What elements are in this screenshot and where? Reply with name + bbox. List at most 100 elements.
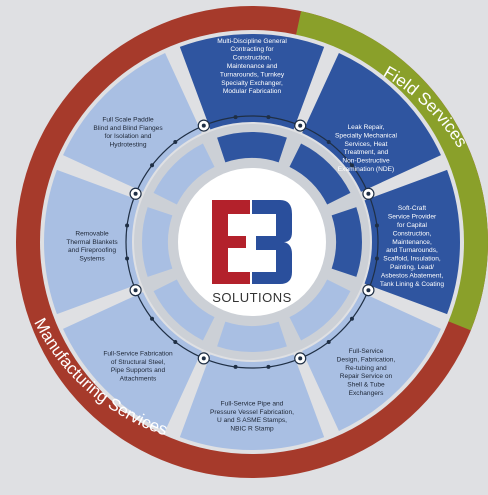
segment-line: Design, Fabrication,	[337, 356, 396, 363]
segment-line: Service Provider	[388, 214, 437, 221]
logo-mark	[212, 200, 292, 284]
connector-small-dot	[266, 115, 271, 120]
logo-wordmark: SOLUTIONS	[212, 290, 292, 305]
segment-line: Leak Repair,	[347, 124, 384, 131]
connector-ring	[125, 115, 379, 369]
segment-line: Construction,	[393, 230, 432, 237]
hub-panel-bottom	[217, 321, 287, 352]
segment-line: Examination (NDE)	[338, 166, 394, 173]
segment-line: Contracting for	[230, 46, 274, 53]
segment-line: Pressure Vessel Fabrication,	[210, 409, 294, 416]
hub-panel-lower-right	[289, 279, 351, 341]
connector-small-dot	[233, 364, 238, 369]
connector-small-dot	[349, 316, 354, 321]
panel-top	[179, 33, 325, 130]
segment-line: Non-Destructive	[342, 158, 390, 165]
segment-line: Services, Heat	[345, 141, 388, 148]
segment-text-lower-left: Full-Service Fabrication of Structural St…	[103, 350, 173, 382]
segment-line: Tank Lining & Coating	[380, 281, 444, 288]
hub-panel-left	[142, 207, 173, 277]
connector-small-dot	[374, 256, 379, 261]
service-panels	[44, 33, 461, 450]
hub-panel-top	[217, 131, 287, 163]
connector-small-dot	[233, 115, 238, 120]
segment-line: for Isolation and	[105, 133, 152, 140]
connector-small-dot	[349, 163, 354, 168]
connector-small-dot	[173, 140, 178, 145]
logo-e-shape	[212, 200, 250, 284]
connector-node-dot	[298, 356, 303, 361]
connector-small-dot	[150, 316, 155, 321]
connector-small-dot	[326, 140, 331, 145]
segment-line: and Turnarounds,	[386, 247, 438, 254]
segment-line: Full-Service	[349, 348, 384, 355]
panel-right	[364, 169, 461, 315]
connector-small-dot	[125, 223, 130, 228]
segment-line: Thermal Blankets	[66, 239, 118, 246]
panel-lower-right	[302, 292, 441, 431]
segment-line: Painting, Lead/	[390, 264, 434, 271]
segment-line: Attachments	[120, 376, 157, 383]
connector-small-dot	[266, 364, 271, 369]
segment-line: Maintenance,	[392, 239, 432, 246]
segment-line: Asbestos Abatement,	[381, 272, 443, 279]
segment-line: U and S ASME Stamps,	[217, 417, 287, 424]
segment-line: Construction,	[233, 55, 272, 62]
connector-small-dot	[125, 256, 130, 261]
segment-line: Scaffold, Insulation,	[383, 256, 441, 263]
segment-line: Multi-Discipline General	[217, 38, 287, 45]
segment-line: Full-Service Fabrication	[103, 350, 173, 357]
connector-node-dot	[366, 191, 371, 196]
segment-line: Full Scale Paddle	[102, 116, 154, 123]
segment-line: Blind and Blind Flanges	[93, 125, 163, 132]
connector-node-dot	[201, 356, 206, 361]
hub-panel-upper-left	[153, 143, 215, 205]
segment-line: Systems	[79, 256, 105, 263]
connector-small-dot	[150, 163, 155, 168]
segment-line: Shell & Tube	[347, 382, 385, 389]
hub-panel-right	[331, 207, 362, 277]
segment-line: and Fireproofing	[68, 247, 116, 254]
segment-line: Modular Fabrication	[223, 88, 282, 95]
connector-small-dot	[326, 339, 331, 344]
segment-line: Specialty Mechanical	[335, 132, 397, 139]
segment-line: of Structural Steel,	[111, 359, 165, 366]
segment-line: Re-tubing and	[345, 365, 387, 372]
connector-small-dot	[173, 339, 178, 344]
connector-node-dot	[133, 191, 138, 196]
segment-line: NBIC R Stamp	[230, 426, 274, 433]
segment-line: Specialty Exchanger,	[221, 80, 283, 87]
segment-line: Pipe Supports and	[111, 367, 166, 374]
connector-node-dot	[366, 288, 371, 293]
segment-line: Turnarounds, Turnkey	[220, 71, 285, 78]
hub-panel-upper-right	[289, 143, 351, 205]
segment-line: Exchangers	[349, 390, 385, 397]
segment-line: for Capital	[397, 222, 428, 229]
panel-left	[44, 169, 140, 315]
connector-node-dot	[133, 288, 138, 293]
hub-panel-lower-left	[153, 279, 215, 341]
segment-line: Repair Service on	[340, 373, 393, 380]
connector-node-dot	[201, 123, 206, 128]
segment-line: Full-Service Pipe and	[221, 400, 284, 407]
connector-small-dot	[374, 223, 379, 228]
logo: SOLUTIONS	[178, 168, 326, 316]
segment-line: Maintenance and	[227, 63, 278, 70]
segment-line: Treatment, and	[344, 149, 389, 156]
panel-upper-right	[302, 53, 441, 192]
logo-b-shape	[252, 200, 292, 284]
connector-circle	[125, 115, 379, 369]
panel-lower-left	[63, 292, 202, 431]
segment-line: Removable	[75, 230, 109, 237]
panel-upper-left	[63, 53, 202, 192]
connector-node-dot	[298, 123, 303, 128]
